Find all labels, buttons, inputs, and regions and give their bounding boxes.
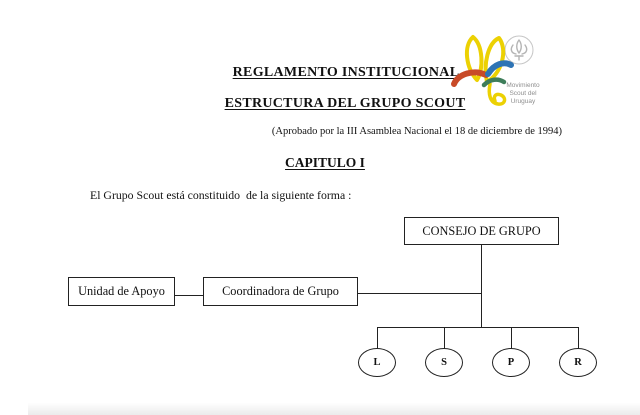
document-title-line-1: REGLAMENTO INSTITUCIONAL: [232, 65, 460, 80]
connector-branch-horizontal: [377, 327, 579, 328]
intro-sentence: El Grupo Scout está constituido de la si…: [90, 188, 352, 202]
connector-drop-p: [511, 327, 512, 349]
connector-drop-l: [377, 327, 378, 349]
connector-coordinadora-trunk: [358, 293, 482, 294]
orgchart-box-unidad-de-apoyo: Unidad de Apoyo: [68, 277, 175, 306]
yellow-right-petal-icon: [483, 36, 506, 84]
yellow-left-petal-icon: [464, 35, 484, 82]
orgchart-box-consejo-de-grupo: CONSEJO DE GRUPO: [404, 217, 559, 245]
orgchart-oval-s: S: [425, 348, 463, 377]
yellow-curl-icon: [487, 82, 507, 106]
red-arc-icon: [451, 69, 489, 87]
green-arc-icon: [481, 77, 507, 88]
scout-uruguay-logo: Movimiento Scout del Uruguay: [450, 32, 550, 112]
orgchart-oval-p: P: [492, 348, 530, 377]
emblem-fleur-icon: [510, 39, 528, 61]
connector-consejo-trunk: [481, 245, 482, 328]
connector-drop-r: [578, 327, 579, 349]
chapter-heading: CAPITULO I: [285, 155, 365, 170]
fleur-de-lis-icon: [451, 35, 534, 106]
connector-drop-s: [444, 327, 445, 349]
logo-wordmark-line: Uruguay: [510, 98, 536, 105]
connector-unidad-coordinadora: [175, 295, 203, 296]
logo-wordmark-line: Movimiento: [506, 82, 540, 89]
orgchart-oval-r: R: [559, 348, 597, 377]
orgchart-oval-l: L: [358, 348, 396, 377]
logo-wordmark: Movimiento Scout del Uruguay: [498, 82, 548, 106]
approval-note: (Aprobado por la III Asamblea Nacional e…: [271, 126, 562, 137]
page-bottom-edge: [28, 403, 640, 415]
logo-wordmark-line: Scout del: [509, 90, 537, 97]
document-title-line-2: ESTRUCTURA DEL GRUPO SCOUT: [224, 96, 466, 111]
orgchart-box-coordinadora-de-grupo: Coordinadora de Grupo: [203, 277, 358, 306]
blue-arc-icon: [485, 60, 514, 77]
